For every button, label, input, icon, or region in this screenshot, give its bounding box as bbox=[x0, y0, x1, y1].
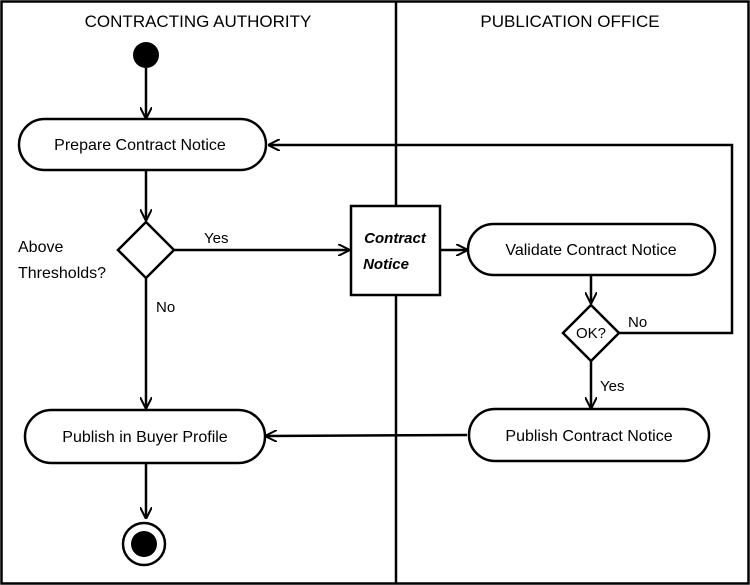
decision-ok bbox=[561, 303, 621, 363]
edge-label-thresholds-yes: Yes bbox=[204, 230, 228, 247]
object-contract-notice-label-line1: Contract bbox=[364, 230, 427, 247]
decision-above-thresholds-label-line2: Thresholds? bbox=[18, 265, 106, 282]
edge-label-ok-yes: Yes bbox=[600, 378, 624, 395]
action-validate-contract-notice bbox=[466, 222, 717, 277]
edge-publish-notice-to-publish-buyer bbox=[266, 435, 468, 436]
action-publish-contract-notice-label: Publish Contract Notice bbox=[505, 428, 672, 445]
lane-title-contracting-authority: CONTRACTING AUTHORITY bbox=[85, 12, 312, 31]
action-publish-in-buyer-profile bbox=[23, 408, 267, 465]
action-publish-contract-notice bbox=[467, 407, 711, 463]
action-prepare-contract-notice-label: Prepare Contract Notice bbox=[54, 137, 226, 154]
action-validate-contract-notice-label: Validate Contract Notice bbox=[505, 242, 676, 259]
initial-node bbox=[133, 42, 159, 68]
object-contract-notice-label-line2: Notice bbox=[363, 256, 409, 273]
lane-title-publication-office: PUBLICATION OFFICE bbox=[480, 12, 659, 31]
action-publish-in-buyer-profile-label: Publish in Buyer Profile bbox=[62, 429, 228, 446]
object-contract-notice bbox=[349, 204, 442, 297]
final-node bbox=[131, 531, 157, 557]
decision-ok-label: OK? bbox=[576, 325, 606, 342]
edge-label-thresholds-no: No bbox=[156, 299, 175, 316]
decision-above-thresholds-label-line1: Above bbox=[18, 239, 63, 256]
decision-above-thresholds bbox=[116, 220, 176, 280]
edge-label-ok-no: No bbox=[628, 314, 647, 331]
action-prepare-contract-notice bbox=[17, 117, 268, 172]
edge-ok-no-to-prepare bbox=[269, 145, 734, 335]
